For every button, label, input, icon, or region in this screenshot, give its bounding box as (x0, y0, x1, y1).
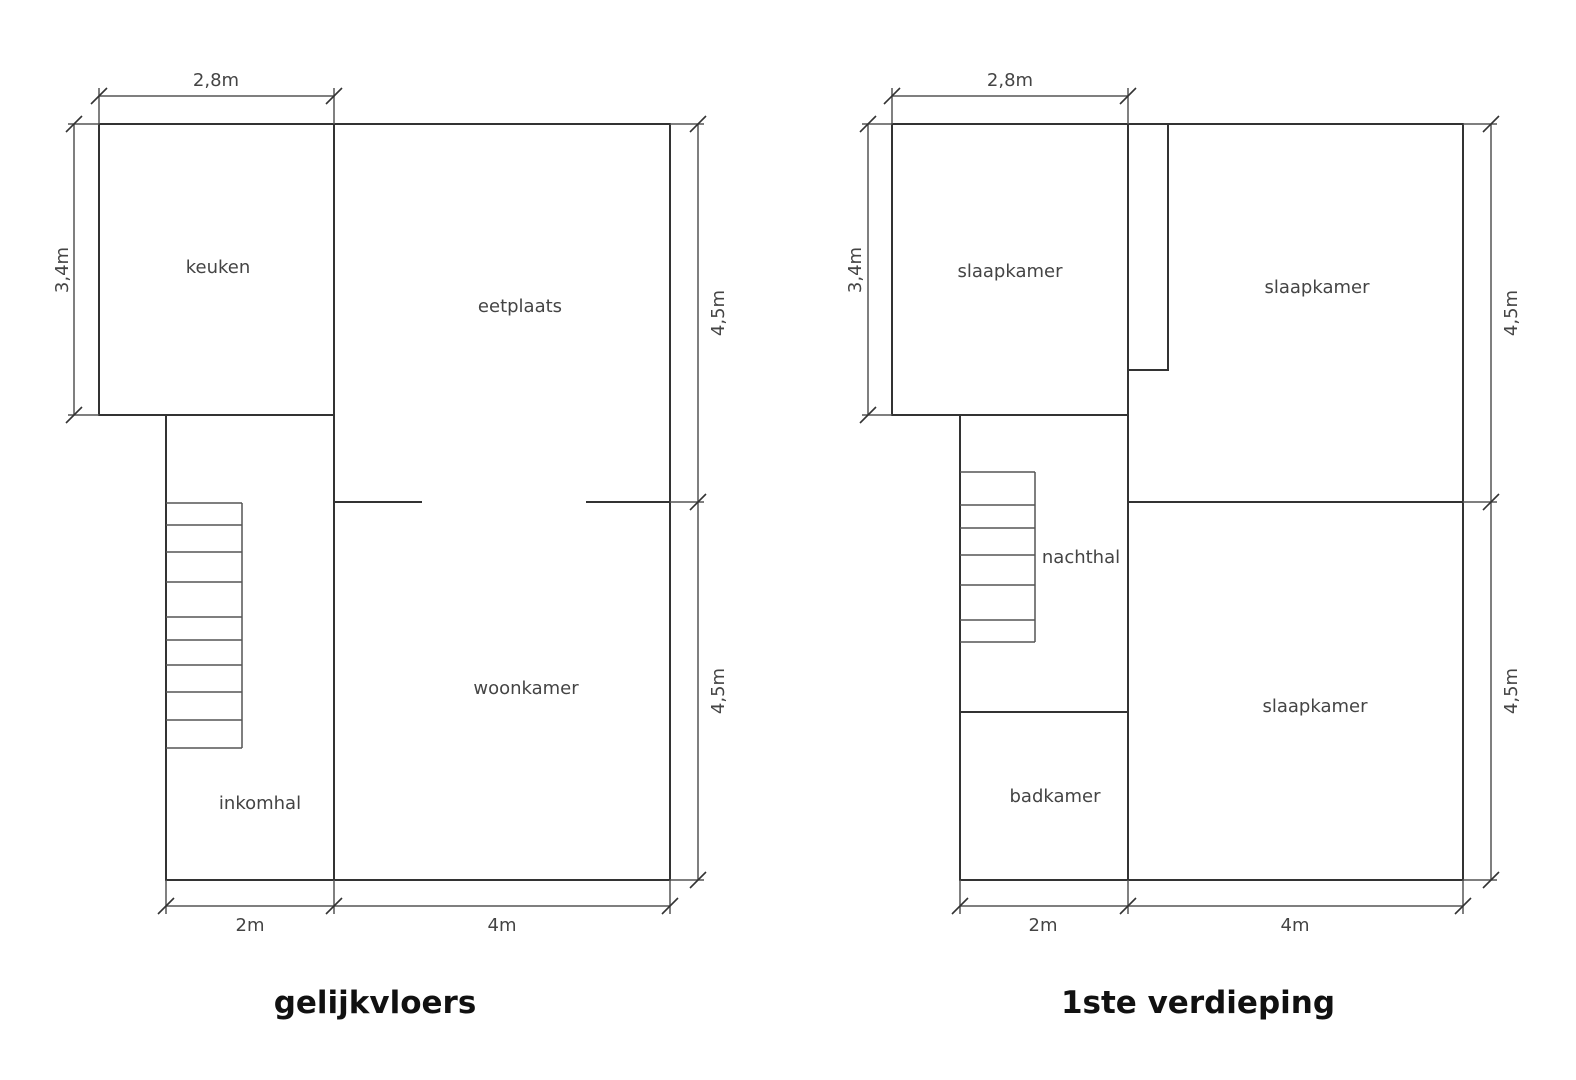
dim-top: 2,8m (193, 70, 239, 91)
room-label-nachthal: nachthal (1042, 547, 1120, 568)
dimension-tick (90, 87, 108, 105)
room-label-badkamer: badkamer (1009, 786, 1101, 807)
first-floor-plan: slaapkamer slaapkamer slaapkamer nachtha… (845, 70, 1522, 1021)
dimension-tick (883, 87, 901, 105)
dimension-tick (1482, 493, 1500, 511)
dim-bottom-right: 4m (488, 915, 517, 936)
dim-bottom-right: 4m (1281, 915, 1310, 936)
dimension-tick (951, 897, 969, 915)
dimension-tick (689, 115, 707, 133)
ground-floor-plan: keuken eetplaats woonkamer inkomhal 2,8m… (52, 70, 729, 1021)
dimension-tick (1482, 115, 1500, 133)
dim-left: 3,4m (52, 247, 73, 293)
dim-right-lower: 4,5m (708, 668, 729, 714)
dimension-tick (689, 871, 707, 889)
dim-bottom-left: 2m (236, 915, 265, 936)
dimension-tick (1482, 871, 1500, 889)
floor-title: 1ste verdieping (1061, 985, 1335, 1021)
dim-right-upper: 4,5m (1501, 290, 1522, 336)
dimension-tick (859, 115, 877, 133)
walls (98, 123, 671, 881)
dimension-tick (157, 897, 175, 915)
dimension-lines (65, 87, 707, 915)
room-label-slaapkamer-1: slaapkamer (957, 261, 1063, 282)
dimension-tick (65, 406, 83, 424)
dimension-tick (1454, 897, 1472, 915)
dimension-tick (661, 897, 679, 915)
room-label-inkomhal: inkomhal (219, 793, 301, 814)
dim-top: 2,8m (987, 70, 1033, 91)
room-label-woonkamer: woonkamer (473, 678, 579, 699)
room-label-eetplaats: eetplaats (478, 296, 562, 317)
walls (891, 123, 1464, 881)
staircase (166, 502, 243, 749)
dim-bottom-left: 2m (1029, 915, 1058, 936)
dimension-tick (65, 115, 83, 133)
dimension-tick (859, 406, 877, 424)
dimension-tick (1119, 87, 1137, 105)
dim-left: 3,4m (845, 247, 866, 293)
dimension-tick (1119, 897, 1137, 915)
dimension-lines (859, 87, 1500, 915)
room-label-slaapkamer-3: slaapkamer (1262, 696, 1368, 717)
floor-title: gelijkvloers (274, 985, 477, 1021)
staircase (960, 471, 1036, 643)
dimension-tick (325, 897, 343, 915)
room-label-keuken: keuken (186, 257, 251, 278)
dim-right-lower: 4,5m (1501, 668, 1522, 714)
dim-right-upper: 4,5m (708, 290, 729, 336)
dimension-tick (325, 87, 343, 105)
room-label-slaapkamer-2: slaapkamer (1264, 277, 1370, 298)
dimension-tick (689, 493, 707, 511)
